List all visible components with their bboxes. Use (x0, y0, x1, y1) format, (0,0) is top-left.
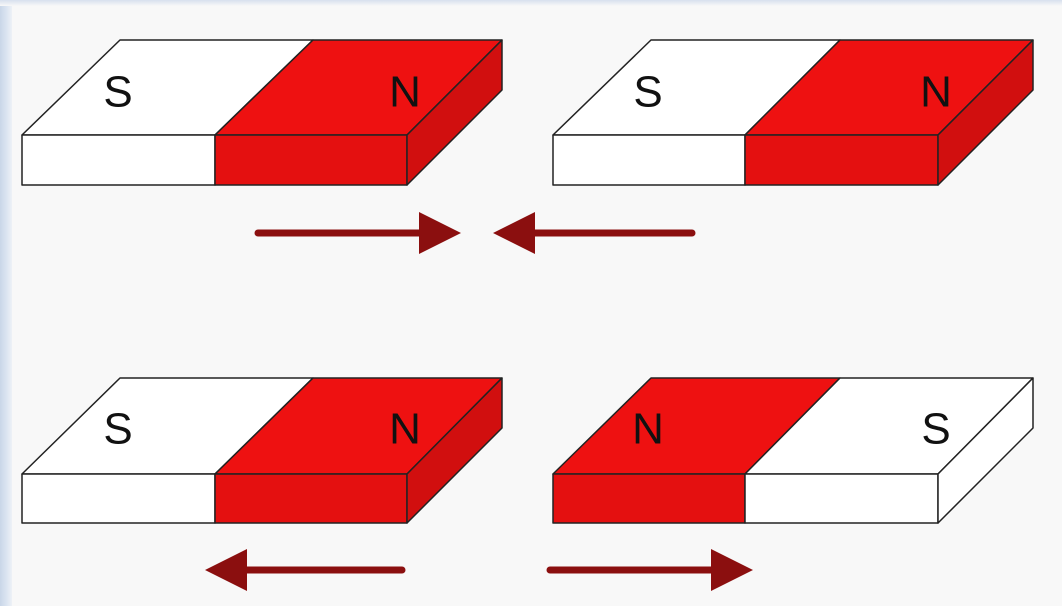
magnet-bottom-left: S N (21, 377, 503, 524)
magnet-bottom-right: N S (552, 377, 1034, 524)
magnet-bottom-left-left-front-face (21, 473, 216, 524)
magnet-top-left-left-pole-label: S (103, 68, 132, 117)
magnet-top-right: S N (552, 39, 1034, 186)
magnet-top-right-right-front-face (744, 134, 939, 186)
magnet-top-right-right-pole-label: N (920, 68, 952, 117)
magnet-bottom-right-left-pole-label: N (632, 405, 664, 454)
magnet-bottom-right-right-pole-label: S (921, 405, 950, 454)
force-arrows (205, 212, 753, 591)
magnet-bottom-left-left-pole-label: S (103, 405, 132, 454)
magnet-top-left-left-front-face (21, 134, 216, 186)
magnet-bottom-left-end-face (406, 377, 503, 524)
magnet-top-right-end-face (937, 39, 1034, 186)
magnet-top-left: S N (21, 39, 503, 186)
left-edge-decoration (0, 0, 12, 606)
magnet-bottom-right-left-front-face (552, 473, 746, 524)
magnet-top-left-right-front-face (214, 134, 408, 186)
magnet-bottom-left-right-front-face (214, 473, 408, 524)
magnet-top-right-left-front-face (552, 134, 746, 186)
magnet-top-right-left-pole-label: S (633, 68, 662, 117)
magnet-top-left-end-face (406, 39, 503, 186)
magnet-top-left-right-pole-label: N (389, 68, 421, 117)
magnet-bottom-right-end-face (937, 377, 1034, 524)
magnet-bottom-right-right-front-face (744, 473, 939, 524)
top-edge-decoration (0, 0, 1062, 6)
magnet-bottom-left-right-pole-label: N (389, 405, 421, 454)
